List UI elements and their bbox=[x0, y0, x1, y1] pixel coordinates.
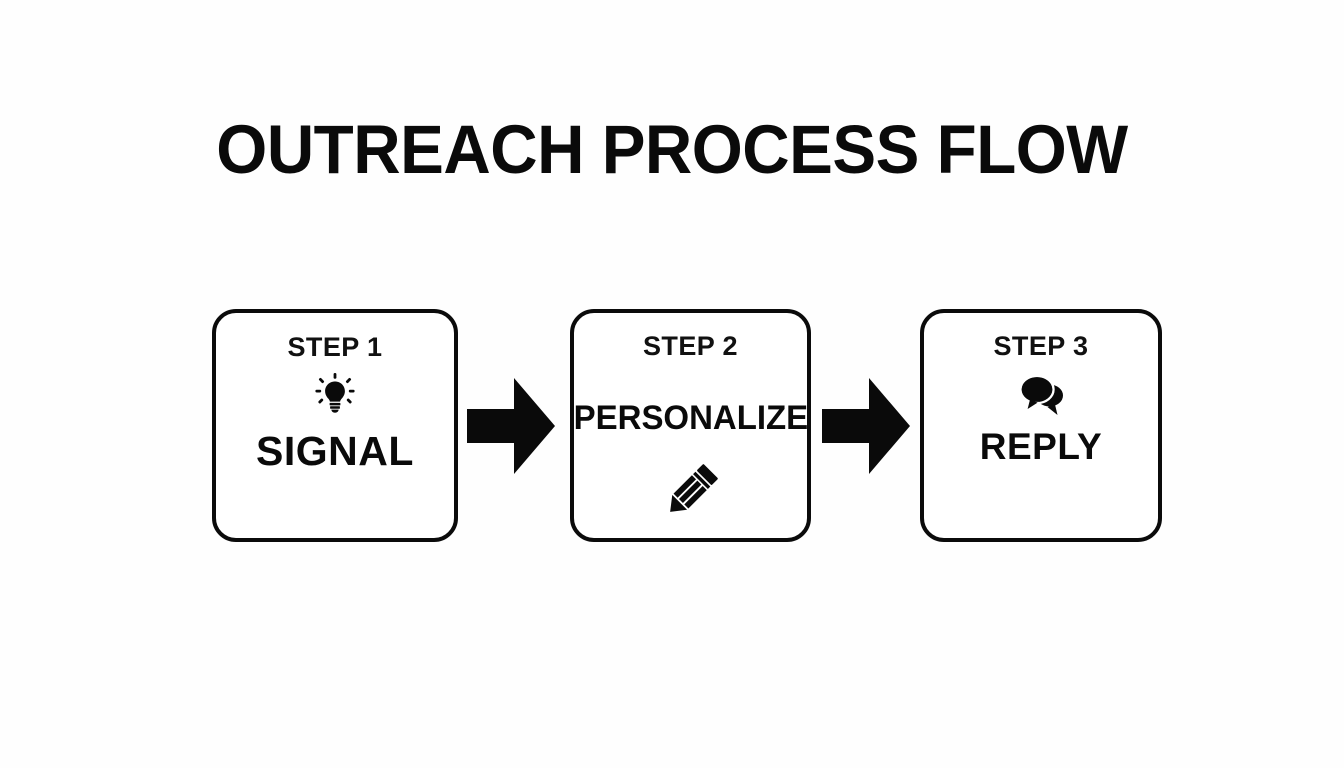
step-card-personalize[interactable]: STEP 2 PERSONALIZE bbox=[570, 309, 811, 542]
step-title: REPLY bbox=[979, 426, 1103, 467]
process-flow-row: STEP 1 bbox=[0, 309, 1344, 545]
step-label: STEP 3 bbox=[993, 331, 1089, 361]
speech-bubbles-icon bbox=[1017, 374, 1065, 416]
step-title: PERSONALIZE bbox=[573, 399, 808, 437]
step-card-signal[interactable]: STEP 1 bbox=[212, 309, 458, 542]
lightbulb-icon bbox=[315, 373, 355, 415]
arrow-right-icon bbox=[822, 378, 910, 474]
arrow-right-icon bbox=[467, 378, 555, 474]
step-title: SIGNAL bbox=[256, 428, 414, 474]
pencil-icon bbox=[660, 460, 722, 522]
step-label: STEP 2 bbox=[643, 331, 738, 361]
step-card-reply[interactable]: STEP 3 REPLY bbox=[920, 309, 1162, 542]
page-title: OUTREACH PROCESS FLOW bbox=[216, 111, 1128, 188]
step-label: STEP 1 bbox=[287, 332, 383, 362]
